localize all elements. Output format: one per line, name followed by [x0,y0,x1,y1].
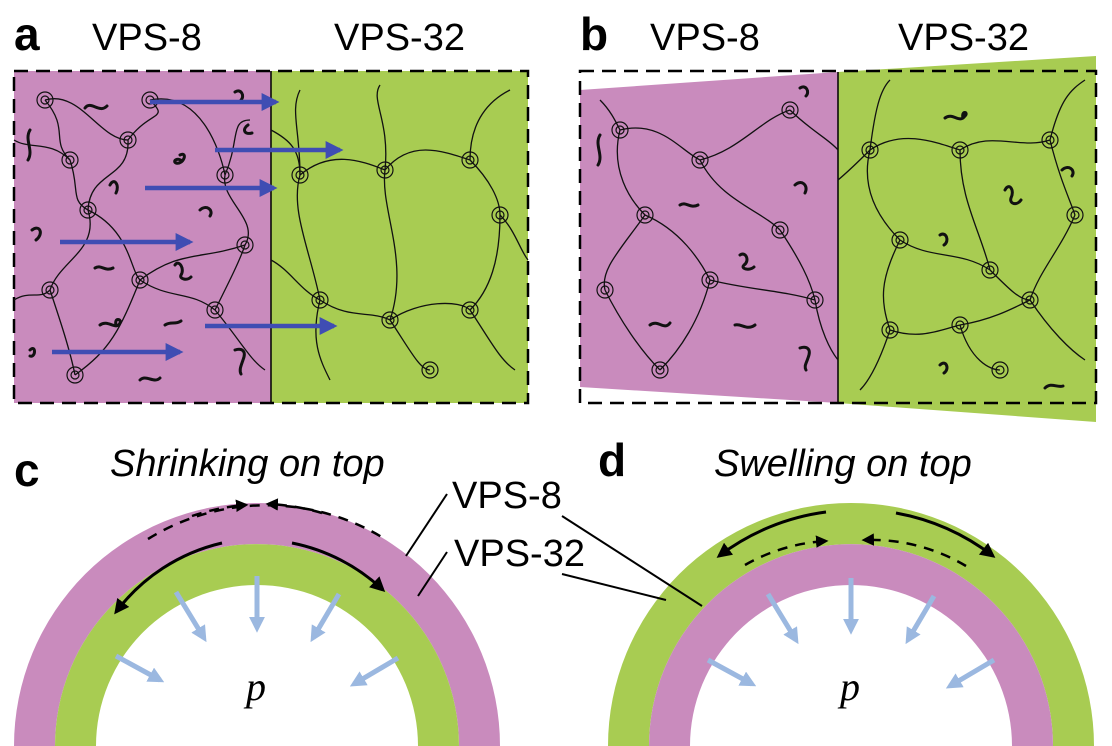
panel-b-letter: b [580,8,608,60]
callout-leader-vps8-d [561,515,703,607]
panel-c-shrink-arrow-left [191,499,249,518]
panel-b-vps8-region [580,72,838,403]
panel-c-shrink-arrow-right [265,498,323,515]
panel-d: d Swelling on top p [598,434,1094,746]
panel-c-pressure-label: p [243,664,266,709]
panel-d-outer-layer-vps32 [608,503,1094,746]
panel-d-pressure-label: p [837,664,860,709]
callout-leader-vps32-c [417,551,448,597]
panel-a-vps32-region [271,71,528,403]
panel-b-free-chains [596,85,1075,390]
panel-d-caption: Swelling on top [714,443,972,485]
pressure-arrow [310,592,342,643]
panel-d-inner-layer-vps8 [649,544,1053,746]
panel-a-free-chains [26,89,254,382]
panel-a: a VPS-8 VPS-32 [12,8,530,405]
panel-c-inner-layer-vps32 [55,544,459,746]
panel-b: b VPS-8 VPS-32 [578,8,1098,422]
pressure-arrow [765,592,799,645]
callout-leader-vps32-d [561,573,667,601]
panel-a-vps8-region [14,71,271,403]
panel-c-shrink-dashed-guide [147,504,386,541]
callouts: VPS-8 VPS-32 [405,475,703,607]
callout-vps32-label: VPS-32 [454,533,585,575]
pressure-arrow [114,653,165,683]
callout-vps8-label: VPS-8 [452,475,562,517]
panel-c-stretch-arrow-right [291,541,386,593]
panel-a-vps8-label: VPS-8 [92,17,202,59]
pressure-arrow [905,594,937,645]
pressure-arrow [945,657,996,689]
panel-b-vps32-region [838,56,1096,422]
panel-d-pressure-arrows [706,578,996,689]
panel-a-diffusion-arrows [52,93,344,361]
panel-d-swell-arrow-right [895,511,996,558]
panel-a-vps32-label: VPS-32 [334,17,465,59]
panel-d-compress-arrow-left [744,535,829,567]
panel-b-vps8-label: VPS-8 [650,17,760,59]
pressure-arrow [349,655,400,687]
panel-b-vps32-label: VPS-32 [898,17,1029,59]
panel-c-letter: c [14,444,40,496]
panel-c-pressure-arrows [114,576,400,687]
panel-d-swell-arrow-left [716,510,827,558]
panel-a-letter: a [14,8,40,60]
pressure-arrow [173,590,207,643]
panel-d-compress-arrow-right [861,533,967,568]
panel-b-crosslinks [596,101,1084,379]
pressure-arrow [706,657,757,687]
panel-c-caption: Shrinking on top [110,443,385,485]
callout-leader-vps8-c [405,493,448,557]
panel-a-crosslinks [36,91,509,384]
panel-d-letter: d [598,434,626,486]
panel-c-outer-layer-vps8 [14,503,500,746]
panel-c: c Shrinking on top p [14,443,500,746]
panel-c-stretch-arrow-left [114,541,223,615]
